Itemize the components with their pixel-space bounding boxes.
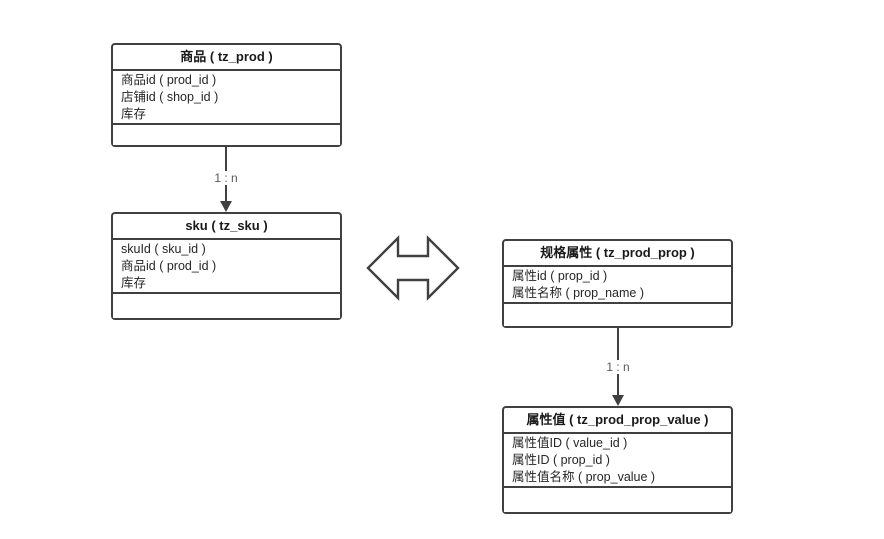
entity-field: 属性名称 ( prop_name )	[512, 286, 644, 300]
cardinality-label: 1 : n	[603, 360, 633, 374]
arrow-down-icon	[612, 395, 624, 406]
entity-field: 库存	[121, 276, 147, 290]
entity-prod-prop[interactable]: 规格属性 ( tz_prod_prop ) 属性id ( prop_id ) 属…	[502, 239, 733, 328]
entity-empty-compartment	[113, 292, 340, 318]
entity-empty-compartment	[504, 302, 731, 326]
entity-title: 规格属性 ( tz_prod_prop )	[504, 241, 731, 267]
entity-field: 商品id ( prod_id )	[121, 259, 217, 273]
entity-field: skuId ( sku_id )	[121, 242, 206, 256]
entity-field: 属性值ID ( value_id )	[512, 436, 628, 450]
entity-title: sku ( tz_sku )	[113, 214, 340, 240]
entity-empty-compartment	[113, 123, 340, 145]
entity-field: 商品id ( prod_id )	[121, 73, 217, 87]
entity-field: 库存	[121, 107, 147, 121]
cardinality-label: 1 : n	[211, 171, 241, 185]
entity-field: 属性id ( prop_id )	[512, 269, 608, 283]
entity-title: 商品 ( tz_prod )	[113, 45, 340, 71]
entity-fields: skuId ( sku_id ) 商品id ( prod_id ) 库存	[113, 240, 340, 292]
entity-prod-prop-value[interactable]: 属性值 ( tz_prod_prop_value ) 属性值ID ( value…	[502, 406, 733, 514]
entity-fields: 属性值ID ( value_id ) 属性ID ( prop_id ) 属性值名…	[504, 434, 731, 486]
arrow-down-icon	[220, 201, 232, 212]
entity-fields: 属性id ( prop_id ) 属性名称 ( prop_name )	[504, 267, 731, 302]
entity-sku[interactable]: sku ( tz_sku ) skuId ( sku_id ) 商品id ( p…	[111, 212, 342, 320]
entity-fields: 商品id ( prod_id ) 店铺id ( shop_id ) 库存	[113, 71, 340, 123]
entity-field: 属性ID ( prop_id )	[512, 453, 610, 467]
entity-field: 属性值名称 ( prop_value )	[512, 470, 656, 484]
entity-field: 店铺id ( shop_id )	[121, 90, 219, 104]
double-arrow-icon[interactable]	[366, 235, 460, 301]
entity-title: 属性值 ( tz_prod_prop_value )	[504, 408, 731, 434]
entity-prod[interactable]: 商品 ( tz_prod ) 商品id ( prod_id ) 店铺id ( s…	[111, 43, 342, 147]
entity-empty-compartment	[504, 486, 731, 512]
